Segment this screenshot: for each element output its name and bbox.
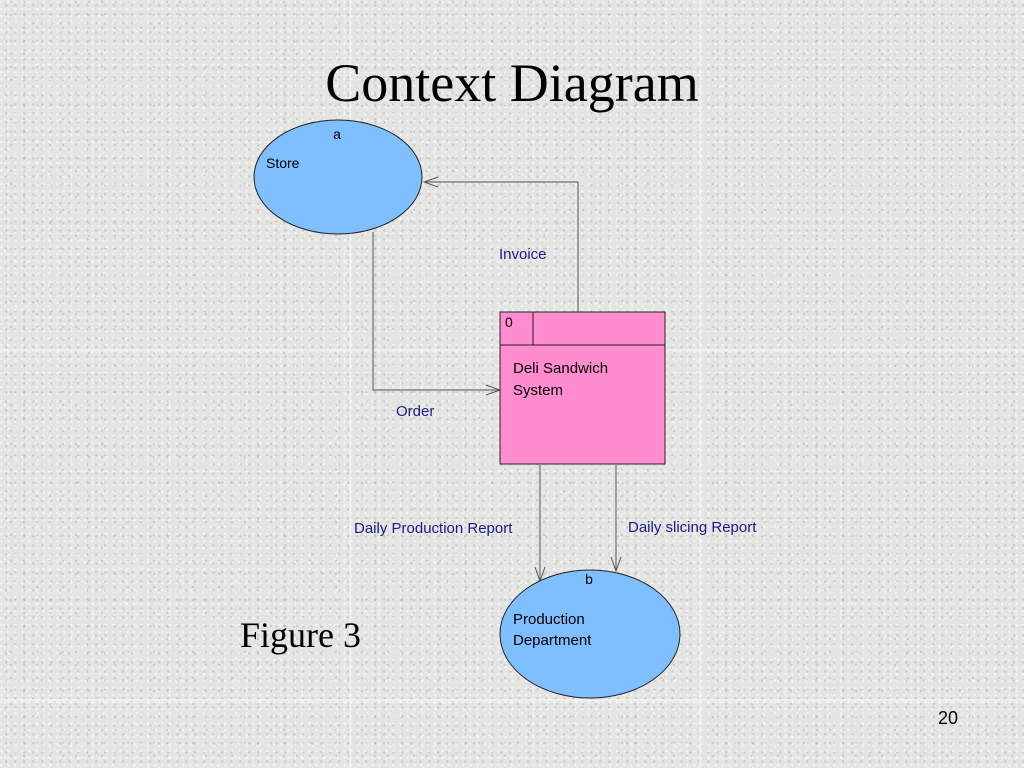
- entity-store-shape: [253, 119, 423, 235]
- entity-production-department-id: b: [585, 571, 593, 587]
- flow-invoice-label: Invoice: [499, 246, 547, 263]
- process-label-line-1: Deli Sandwich: [513, 360, 608, 377]
- entity-store-id: a: [333, 126, 341, 142]
- entity-production-department-label-line-2: Department: [513, 632, 592, 649]
- figure-caption: Figure 3: [240, 615, 361, 655]
- entity-production-department: b Production Department: [499, 569, 681, 699]
- flow-order-line: [372, 232, 500, 390]
- slide-title: Context Diagram: [325, 53, 699, 113]
- entity-store-label: Store: [266, 155, 300, 171]
- flow-daily-production-report-label: Daily Production Report: [354, 520, 513, 537]
- process-shape: [499, 311, 666, 465]
- entity-production-department-shape: [499, 569, 681, 699]
- entity-store: a Store: [253, 119, 423, 235]
- flow-invoice-line: [424, 182, 579, 312]
- page-number: 20: [938, 708, 959, 728]
- process-id: 0: [505, 314, 513, 330]
- process-deli-sandwich-system: 0 Deli Sandwich System: [499, 311, 666, 465]
- flow-order-label: Order: [396, 403, 434, 420]
- flow-daily-slicing-report-label: Daily slicing Report: [628, 519, 757, 536]
- entity-production-department-label-line-1: Production: [513, 611, 585, 628]
- process-label-line-2: System: [513, 382, 563, 399]
